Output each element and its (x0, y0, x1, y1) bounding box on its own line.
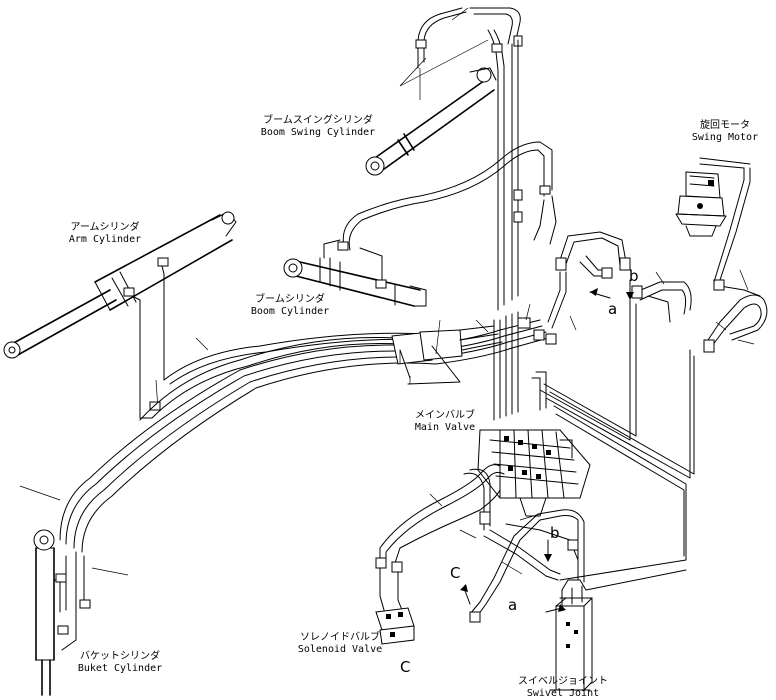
label-swivel-joint-en: Swivel Joint (526, 688, 600, 699)
label-solenoid-valve: ソレノイドバルブ Solenoid Valve (290, 632, 390, 656)
callout-c-upper: C (450, 564, 461, 582)
arm-cylinder (3, 211, 237, 359)
callout-a-lower: a (508, 596, 518, 614)
label-bucket-cylinder: バケットシリンダ Buket Cylinder (70, 651, 170, 675)
label-arm-cylinder: アームシリンダ Arm Cylinder (60, 222, 150, 246)
vertical-tubes (493, 39, 519, 421)
callout-a-upper: a (608, 300, 618, 318)
label-arm-cylinder-jp: アームシリンダ (70, 222, 140, 233)
label-swing-motor-jp: 旋回モータ (700, 120, 750, 131)
callout-c-lower: C (400, 658, 411, 676)
label-swivel-joint: スイベルジョイント Swivel Joint (508, 676, 618, 700)
swivel-joint (469, 509, 687, 691)
callout-b-upper: b (629, 267, 639, 285)
label-swivel-joint-jp: スイベルジョイント (518, 676, 608, 687)
label-boom-cylinder-jp: ブームシリンダ (255, 294, 325, 305)
label-boom-swing-cylinder-jp: ブームスイングシリンダ (263, 115, 373, 126)
main-valve (477, 429, 591, 517)
callout-b-lower: b (550, 524, 560, 542)
label-main-valve-jp: メインバルブ (415, 410, 475, 421)
solenoid-valve (375, 607, 415, 645)
label-swing-motor: 旋回モータ Swing Motor (682, 120, 768, 144)
label-swing-motor-en: Swing Motor (691, 132, 759, 143)
label-solenoid-valve-en: Solenoid Valve (297, 644, 383, 655)
label-main-valve-en: Main Valve (414, 422, 476, 433)
boom-cylinder (283, 141, 557, 307)
label-bucket-cylinder-en: Buket Cylinder (77, 663, 163, 674)
label-main-valve: メインバルブ Main Valve (405, 410, 485, 434)
label-boom-cylinder: ブームシリンダ Boom Cylinder (245, 294, 335, 318)
arm-cylinder-lines (131, 265, 165, 419)
label-boom-swing-cylinder-en: Boom Swing Cylinder (260, 127, 376, 138)
valve-return-lines (531, 299, 695, 581)
label-boom-swing-cylinder: ブームスイングシリンダ Boom Swing Cylinder (258, 115, 378, 139)
swing-motor (675, 171, 727, 237)
label-solenoid-valve-jp: ソレノイドバルブ (300, 632, 380, 643)
main-hose-bundle (59, 317, 557, 553)
right-hoses (547, 157, 768, 353)
leader-lines (91, 68, 755, 576)
bucket-cylinder (19, 485, 91, 696)
solenoid-hoses (375, 464, 579, 611)
callout-arrows (460, 279, 634, 613)
boom-swing-cylinder (365, 67, 497, 176)
label-boom-cylinder-en: Boom Cylinder (250, 306, 330, 317)
label-arm-cylinder-en: Arm Cylinder (68, 234, 142, 245)
label-bucket-cylinder-jp: バケットシリンダ (80, 651, 160, 662)
